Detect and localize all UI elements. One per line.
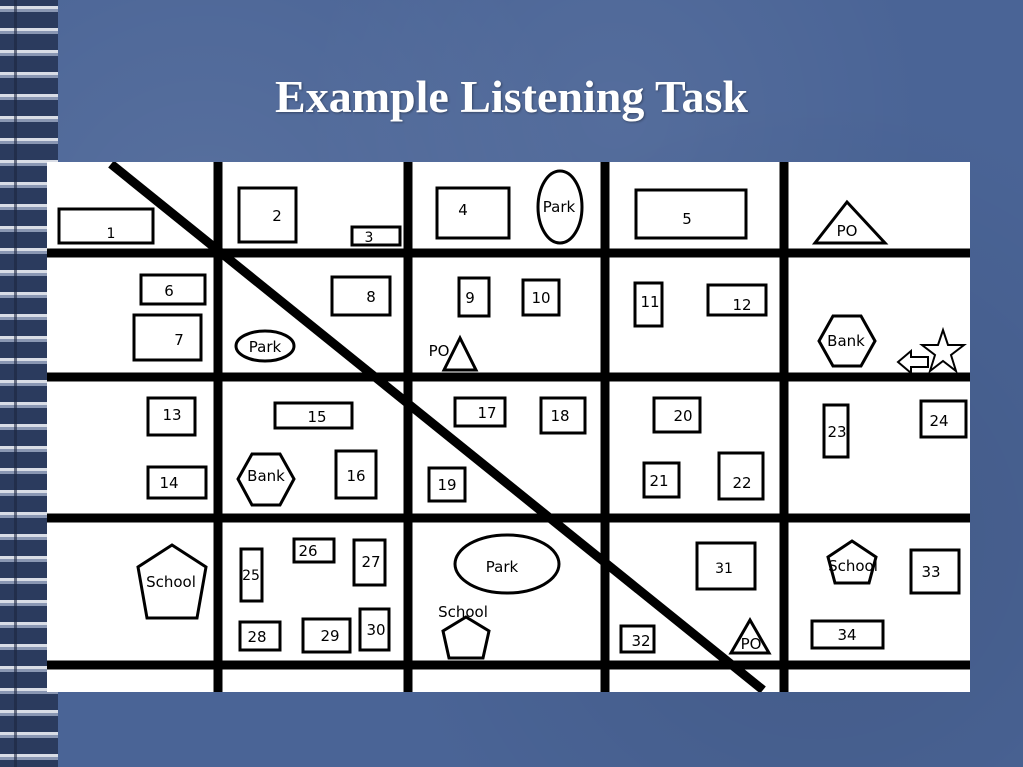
park-label: Park [486,558,519,576]
building-8 [330,275,392,317]
road-diagonal [108,162,766,692]
building-17-label: 17 [477,404,496,422]
bank-label: Bank [247,467,285,485]
building-9 [457,276,491,318]
park-icon [234,329,296,363]
building-23 [822,403,850,459]
post-office-label: PO [837,222,858,240]
star-icon [919,326,967,374]
building-24-label: 24 [929,412,948,430]
building-21-label: 21 [649,472,668,490]
post-office-icon [811,199,889,245]
building-14-label: 14 [159,474,178,492]
post-office-icon [441,334,479,372]
building-28 [238,620,282,652]
building-32-label: 32 [631,632,650,650]
building-7 [132,313,203,362]
building-22 [717,451,765,501]
bank-icon [817,314,877,368]
building-30 [358,607,391,652]
building-8-label: 8 [366,288,376,306]
bank-label: Bank [827,332,865,350]
school-icon [136,543,208,620]
building-31-label: 31 [715,561,733,577]
building-19-label: 19 [437,476,456,494]
city-map: 1 2 3 4 5 6 7 8 9 10 11 12 13 14 15 16 1… [47,162,970,692]
city-map-svg: 1 2 3 4 5 6 7 8 9 10 11 12 13 14 15 16 1… [47,162,970,692]
building-4-label: 4 [458,201,468,219]
school-label: School [438,603,488,621]
building-12-label: 12 [732,296,751,314]
post-office-label: PO [741,635,762,653]
building-31 [695,541,757,591]
school-label: School [146,573,196,591]
building-16-label: 16 [346,467,365,485]
building-34 [810,619,885,650]
building-11 [633,281,664,328]
park-label: Park [249,338,282,356]
school-icon [826,539,878,585]
building-10 [521,278,561,317]
building-3 [350,225,402,247]
building-28-label: 28 [247,628,266,646]
park-icon [453,533,561,595]
building-5 [634,188,748,240]
building-12 [706,283,768,317]
building-25 [239,547,264,603]
building-21 [642,461,681,499]
building-18-label: 18 [550,407,569,425]
building-25-label: 25 [242,568,260,584]
building-16 [334,449,378,500]
building-29 [301,617,352,654]
building-23-label: 23 [827,423,846,441]
building-2 [237,186,298,244]
building-10-label: 10 [531,289,550,307]
park-label: Park [543,198,576,216]
building-26-label: 26 [298,542,317,560]
building-20-label: 20 [673,407,692,425]
building-17 [453,396,507,428]
building-13-label: 13 [162,406,181,424]
building-34-label: 34 [837,626,856,644]
building-33-label: 33 [921,563,940,581]
building-22-label: 22 [732,474,751,492]
building-20 [652,396,702,434]
post-office-icon [728,616,772,655]
building-1 [57,207,155,245]
building-11-label: 11 [640,293,659,311]
building-9-label: 9 [465,289,475,307]
building-13 [146,396,197,437]
building-18 [539,396,587,435]
building-5-label: 5 [682,210,692,228]
building-32 [619,624,656,654]
post-office-label: PO [429,342,450,360]
building-6 [139,273,207,306]
building-14 [146,465,208,500]
building-27 [352,538,387,587]
building-26 [292,537,336,564]
building-1-label: 1 [107,226,116,242]
page-title: Example Listening Task [275,71,748,122]
building-15 [273,401,354,430]
building-27-label: 27 [361,553,380,571]
building-4 [435,186,511,240]
building-24 [919,399,968,439]
building-15-label: 15 [307,408,326,426]
building-6-label: 6 [164,282,174,300]
building-29-label: 29 [320,627,339,645]
park-icon [536,169,584,245]
roads [47,162,970,692]
building-33 [909,548,961,595]
building-7-label: 7 [174,331,184,349]
bank-icon [236,452,296,507]
school-label: School [828,557,878,575]
arrow-left-icon [896,348,929,376]
building-30-label: 30 [366,621,385,639]
school-icon [441,615,491,660]
building-3-label: 3 [365,230,374,246]
building-2-label: 2 [272,207,282,225]
building-19 [427,466,467,503]
